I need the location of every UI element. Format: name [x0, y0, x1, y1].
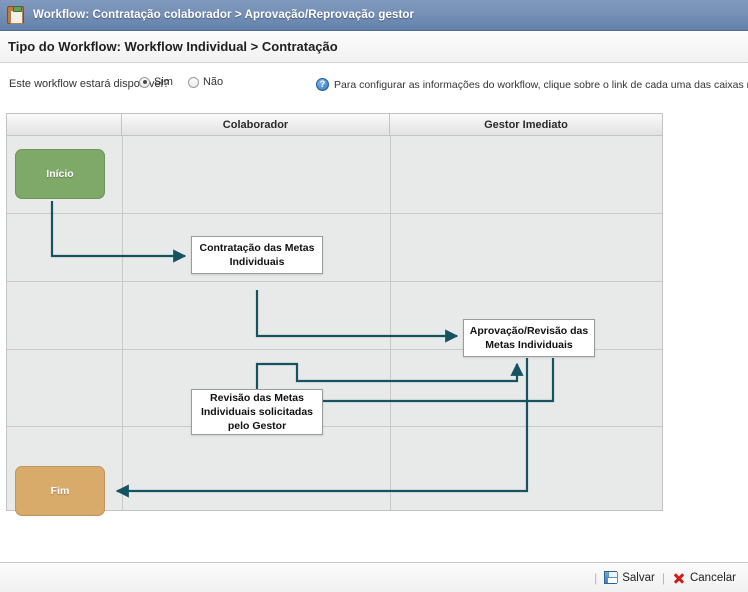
- row-divider-3: [7, 349, 662, 350]
- swimlane-header-colaborador: Colaborador: [122, 114, 390, 136]
- window-title: Workflow: Contratação colaborador > Apro…: [33, 9, 415, 21]
- row-divider-4: [7, 426, 662, 427]
- page-title: Tipo do Workflow: Workflow Individual > …: [8, 39, 338, 54]
- cancel-button-label: Cancelar: [689, 571, 736, 584]
- swimlane-header-gestor: Gestor Imediato: [390, 114, 662, 136]
- options-row: Este workflow estará disponível? Sim Não…: [0, 64, 748, 108]
- node-inicio[interactable]: Início: [15, 149, 105, 199]
- swimlane-divider-1: [122, 136, 123, 511]
- radio-yes[interactable]: [139, 76, 150, 88]
- page-subheader: Tipo do Workflow: Workflow Individual > …: [0, 31, 748, 63]
- footer-separator-1: |: [594, 570, 598, 585]
- cancel-button[interactable]: Cancelar: [672, 571, 736, 584]
- row-divider-1: [7, 213, 662, 214]
- node-fim[interactable]: Fim: [15, 466, 105, 516]
- radio-yes-label[interactable]: Sim: [154, 76, 173, 88]
- clipboard-icon: [7, 6, 24, 24]
- node-inicio-label: Início: [46, 168, 74, 180]
- footer-divider: [0, 562, 748, 563]
- node-revisao-solicitada[interactable]: Revisão das Metas Individuais solicitada…: [191, 389, 323, 435]
- help-text: Para configurar as informações do workfl…: [334, 78, 748, 91]
- node-aprovacao-revisao-label: Aprovação/Revisão das Metas Individuais: [469, 324, 589, 351]
- radio-no[interactable]: [187, 76, 199, 88]
- floppy-disk-icon: [604, 571, 619, 584]
- help-hint: ? Para configurar as informações do work…: [316, 78, 748, 91]
- workflow-diagram-table: Colaborador Gestor Imediato: [6, 113, 663, 516]
- swimlane-header-row: Colaborador Gestor Imediato: [7, 114, 662, 136]
- save-button-label: Salvar: [622, 571, 655, 584]
- availability-label: Este workflow estará disponível?: [9, 78, 170, 90]
- node-fim-label: Fim: [50, 485, 70, 497]
- window-titlebar: Workflow: Contratação colaborador > Apro…: [0, 0, 748, 31]
- node-contratacao-metas[interactable]: Contratação das Metas Individuais: [191, 236, 323, 274]
- row-divider-2: [7, 281, 662, 282]
- node-revisao-solicitada-label: Revisão das Metas Individuais solicitada…: [200, 391, 314, 433]
- node-aprovacao-revisao[interactable]: Aprovação/Revisão das Metas Individuais: [463, 319, 595, 357]
- swimlane-header-blank: [7, 114, 122, 136]
- node-contratacao-metas-label: Contratação das Metas Individuais: [199, 241, 315, 268]
- swimlane-divider-2: [390, 136, 391, 511]
- availability-radio-group: Sim Não: [139, 76, 238, 88]
- red-x-icon: [672, 571, 685, 584]
- footer-separator-2: |: [661, 570, 665, 585]
- footer-actionbar: | Salvar | Cancelar: [0, 563, 748, 592]
- workflow-canvas: Início Contratação das Metas Individuais…: [7, 136, 662, 516]
- question-mark-icon[interactable]: ?: [316, 78, 329, 91]
- save-button[interactable]: Salvar: [604, 571, 655, 584]
- radio-no-label[interactable]: Não: [202, 76, 224, 88]
